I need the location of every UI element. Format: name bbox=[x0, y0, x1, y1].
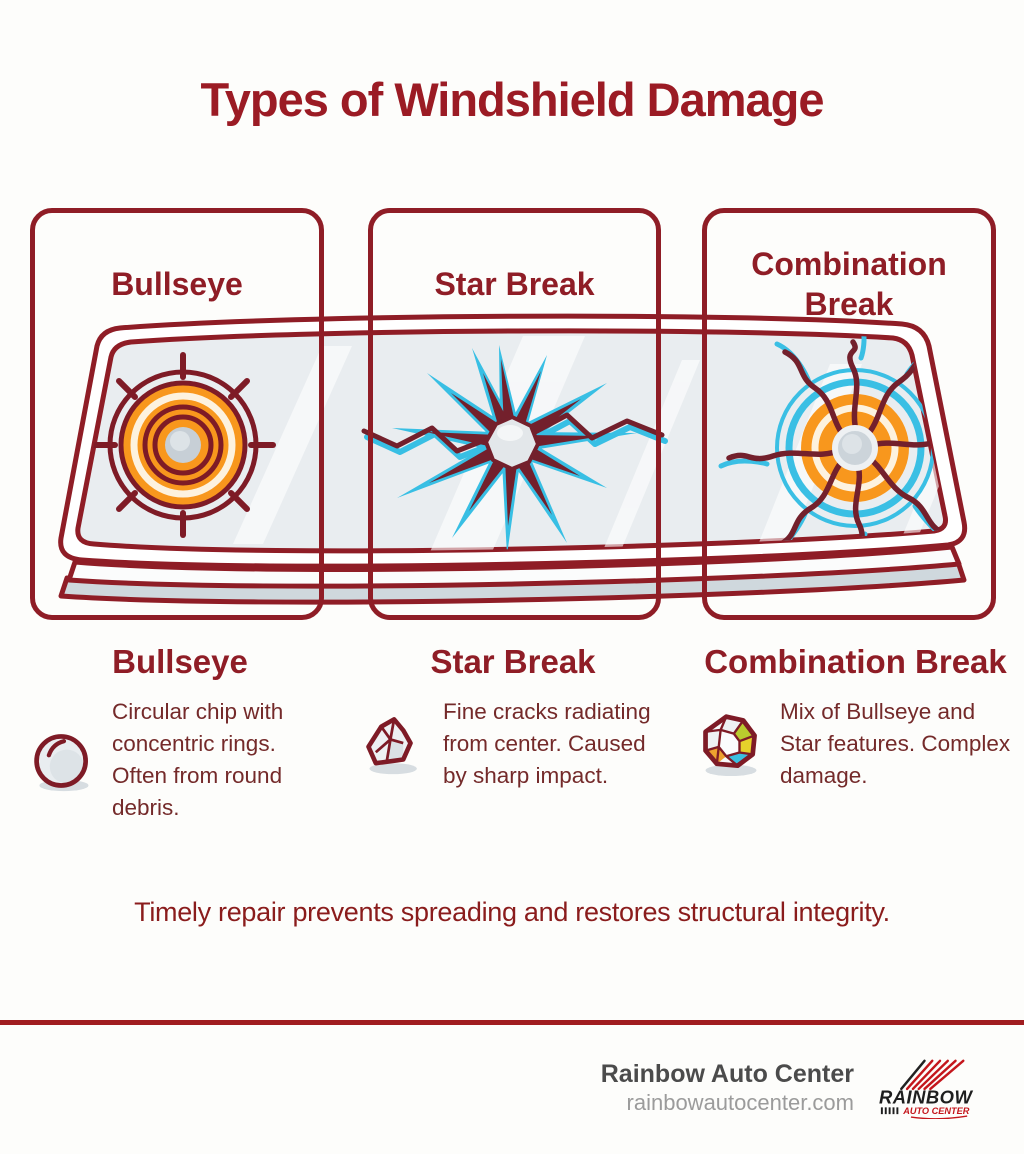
brand-logo-primary-text: RAINBOW bbox=[879, 1086, 974, 1107]
description-heading-star-break: Star Break bbox=[430, 643, 596, 680]
brand-name: Rainbow Auto Center bbox=[600, 1059, 854, 1088]
description-heading-bullseye: Bullseye bbox=[112, 643, 248, 680]
brand-logo-secondary-text: AUTO CENTER bbox=[902, 1106, 970, 1116]
description-heading-combination-break: Combination Break bbox=[704, 643, 1007, 680]
panel-title-combination-break: Combination Break bbox=[751, 246, 947, 322]
ball-icon bbox=[34, 734, 89, 792]
footer-divider bbox=[0, 1020, 1024, 1025]
description-text-star-break: Fine cracks radiating from center. Cause… bbox=[443, 699, 651, 788]
description-text-combination-break: Mix of Bullseye and Star features. Compl… bbox=[780, 699, 1011, 788]
panel-title-bullseye: Bullseye bbox=[111, 266, 243, 302]
footer: Rainbow Auto Center rainbowautocenter.co… bbox=[601, 1055, 1004, 1119]
tagline: Timely repair prevents spreading and res… bbox=[134, 897, 890, 927]
description-star-break: Star Break Fine cracks radiating from ce… bbox=[363, 642, 663, 792]
brand-logo: RAINBOW AUTO CENTER bbox=[879, 1059, 974, 1119]
panel-title-star-break: Star Break bbox=[434, 266, 595, 302]
description-text-bullseye: Circular chip with concentric rings. Oft… bbox=[112, 699, 284, 820]
description-bullseye: Bullseye Circular chip with concentric r… bbox=[30, 642, 330, 824]
brand-website: rainbowautocenter.com bbox=[626, 1089, 854, 1115]
panel-bullseye: Bullseye bbox=[30, 208, 324, 620]
panel-combination-break: Combination Break bbox=[702, 208, 996, 620]
panel-star-break: Star Break bbox=[368, 208, 661, 620]
description-combination-break: Combination Break Mix of Bullseye and St… bbox=[698, 642, 1013, 792]
gem-icon bbox=[703, 714, 757, 777]
rock-icon bbox=[366, 717, 417, 775]
page-title: Types of Windshield Damage bbox=[200, 73, 825, 126]
